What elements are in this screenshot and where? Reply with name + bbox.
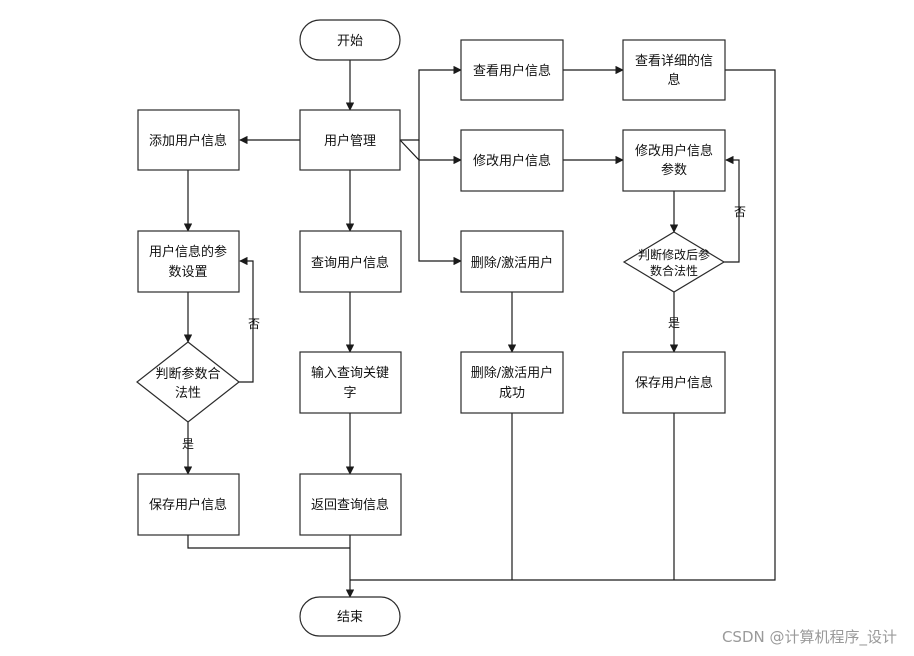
delete-activate-label: 删除/激活用户	[471, 255, 553, 271]
input-keyword-label-2: 字	[343, 386, 356, 401]
input-keyword-label-1: 输入查询关键	[311, 365, 389, 381]
modify-params-box	[622, 129, 726, 192]
modify-user-label: 修改用户信息	[473, 153, 551, 169]
edge-label-yes-right: 是	[668, 316, 680, 330]
query-user-label: 查询用户信息	[311, 255, 389, 271]
edge-detail-to-merge	[350, 69, 776, 581]
start-label: 开始	[337, 34, 363, 49]
return-query-box	[299, 473, 402, 536]
watermark: CSDN @计算机程序_设计	[722, 628, 897, 647]
view-detail-box	[622, 39, 726, 101]
start-terminal	[299, 19, 401, 61]
edge-label-no-right: 否	[734, 205, 746, 219]
add-user-box	[137, 109, 240, 171]
user-mgmt-box	[299, 109, 401, 171]
user-mgmt-label: 用户管理	[324, 133, 376, 149]
edge-check2-no-loop	[724, 155, 740, 263]
view-user-box	[460, 39, 564, 101]
check-valid-diamond	[136, 341, 240, 423]
query-user-box	[299, 230, 402, 293]
save-user-right-label: 保存用户信息	[635, 375, 713, 391]
check-valid-label-1: 判断参数合	[155, 366, 220, 382]
modify-user-box	[460, 129, 564, 192]
delete-success-label-1: 删除/激活用户	[471, 365, 553, 381]
view-detail-label-2: 息	[667, 72, 680, 88]
save-user-left-label: 保存用户信息	[149, 497, 227, 513]
modify-params-label-2: 参数	[661, 162, 687, 178]
edges	[183, 60, 776, 598]
param-setting-box	[137, 230, 240, 293]
view-user-label: 查看用户信息	[473, 63, 551, 79]
modify-params-label-1: 修改用户信息	[635, 143, 713, 159]
edge-user-mgmt-to-modify	[399, 139, 462, 165]
check-valid-label-2: 法性	[175, 386, 201, 401]
delete-success-box	[460, 351, 564, 414]
edge-label-yes-left: 是	[182, 437, 194, 451]
return-query-label: 返回查询信息	[311, 497, 389, 513]
end-label: 结束	[337, 610, 363, 625]
check-modified-diamond	[622, 231, 726, 293]
edge-user-mgmt-to-delete	[418, 140, 462, 266]
param-setting-label-1: 用户信息的参	[149, 244, 227, 260]
check-modified-label-1: 判断修改后参	[638, 247, 710, 262]
save-user-left-box	[137, 473, 240, 536]
save-user-right-box	[622, 351, 726, 414]
edge-save-left-to-merge	[187, 535, 350, 549]
edge-check-no-loop	[239, 256, 254, 383]
delete-success-label-2: 成功	[499, 386, 525, 401]
check-modified-label-2: 数合法性	[650, 263, 698, 278]
end-terminal	[299, 596, 401, 637]
view-detail-label-1: 查看详细的信	[635, 53, 713, 69]
edge-user-mgmt-to-view	[400, 65, 462, 141]
input-keyword-box	[299, 351, 402, 414]
delete-activate-box	[460, 230, 564, 293]
param-setting-label-2: 数设置	[168, 265, 207, 280]
edge-label-no-left: 否	[248, 317, 260, 331]
add-user-label: 添加用户信息	[149, 133, 227, 149]
